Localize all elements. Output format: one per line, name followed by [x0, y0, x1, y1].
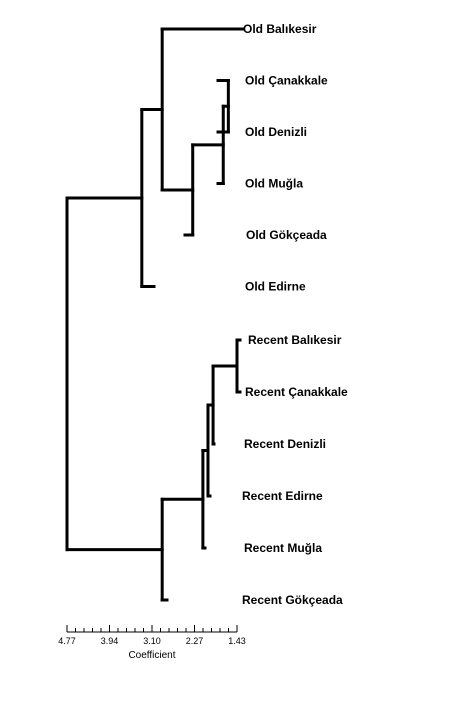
major-ticks: 4.77 3.94 3.10 2.27 1.43 — [58, 625, 246, 646]
leaf-label-9: Recent Edirne — [242, 489, 323, 503]
leaf-label-3: Old Muğla — [245, 177, 303, 191]
leaf-label-7: Recent Çanakkale — [245, 385, 348, 399]
leaf-label-10: Recent Muğla — [244, 541, 322, 555]
leaf-label-6: Recent Balıkesir — [248, 333, 342, 347]
tick-label-1: 3.94 — [101, 636, 119, 646]
leaf-label-4: Old Gökçeada — [246, 228, 327, 242]
leaf-label-1: Old Çanakkale — [245, 74, 328, 88]
leaf-label-0: Old Balıkesir — [243, 22, 317, 36]
tick-label-0: 4.77 — [58, 636, 76, 646]
tick-label-3: 2.27 — [186, 636, 204, 646]
coefficient-axis: 4.77 3.94 3.10 2.27 1.43 Coefficient — [58, 625, 246, 661]
axis-title: Coefficient — [128, 650, 175, 661]
tick-label-4: 1.43 — [228, 636, 246, 646]
leaf-label-2: Old Denizli — [245, 125, 307, 139]
leaf-label-8: Recent Denizli — [244, 437, 326, 451]
tick-label-2: 3.10 — [143, 636, 161, 646]
dendrogram-branches — [65, 27, 245, 602]
leaf-label-11: Recent Gökçeada — [242, 593, 343, 607]
leaf-label-5: Old Edirne — [245, 280, 306, 294]
